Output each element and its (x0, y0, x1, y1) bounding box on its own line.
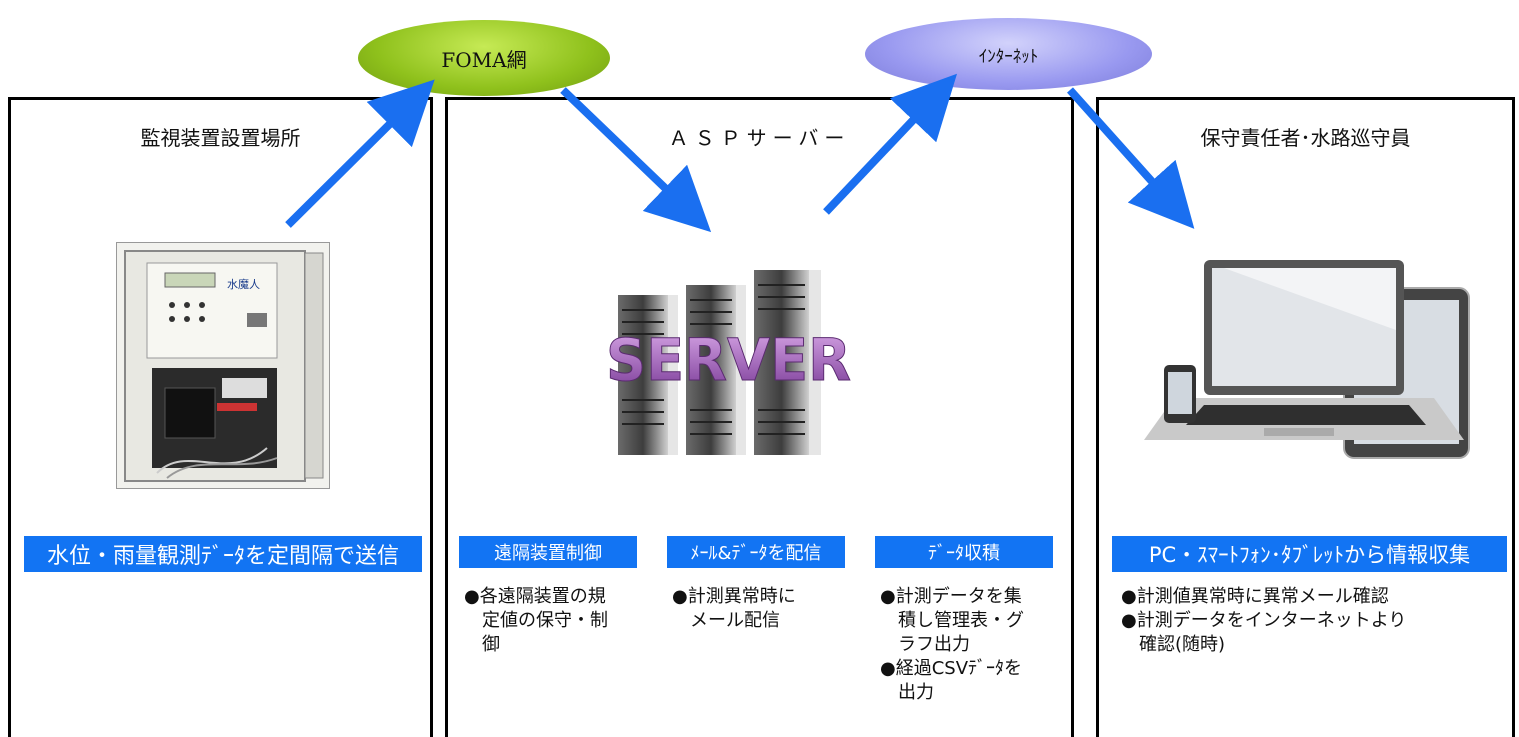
bullet-line: ラフ出力 (880, 634, 970, 655)
devices-image (1134, 240, 1479, 460)
bullet-line: ●計測値異常時に異常メール確認 (1121, 586, 1389, 607)
server-image: SERVER (598, 240, 858, 470)
svg-text:水魔人: 水魔人 (227, 277, 260, 291)
bullet-line: 確認(随時) (1121, 634, 1226, 655)
server-col1-header: 遠隔装置制御 (459, 536, 637, 568)
arrow-foma-to-server (560, 87, 712, 233)
bullet-line: ●各遠隔装置の規 (464, 586, 606, 607)
monitoring-device-image: 水魔人 (116, 242, 330, 489)
internet-label: ｲﾝﾀｰﾈｯﾄ (978, 46, 1039, 67)
bullet-line: ●計測データを集 (880, 586, 1022, 607)
foma-network-label: FOMA網 (441, 47, 527, 72)
bullet-line: 積し管理表・グ (880, 610, 1024, 631)
server-col2-text: ●計測異常時に メール配信 (672, 585, 796, 633)
staff-text: ●計測値異常時に異常メール確認 ●計測データをインターネットより 確認(随時) (1121, 585, 1406, 657)
bullet-line: ●経過CSVﾃﾞｰﾀを (880, 658, 1023, 679)
bullet-line: 出力 (880, 682, 934, 703)
server-panel-title: ＡＳＰサーバー (668, 126, 851, 150)
bullet-line: メール配信 (672, 610, 780, 631)
bullet-line: 定値の保守・制 (464, 610, 608, 631)
site-panel-title: 監視装置設置場所 (140, 126, 301, 150)
device-cabinet-illustration: 水魔人 (124, 250, 324, 482)
site-panel: 監視装置設置場所 水魔人 水位・雨量観測ﾃﾞｰﾀを定間隔で送信 (8, 97, 433, 737)
server-col3-header: ﾃﾞｰﾀ収積 (875, 536, 1053, 568)
server-col2-header: ﾒｰﾙ&ﾃﾞｰﾀを配信 (667, 536, 845, 568)
bullet-line: 御 (464, 634, 500, 655)
server-logo-text: SERVER (606, 326, 851, 394)
server-col3-text: ●計測データを集 積し管理表・グ ラフ出力 ●経過CSVﾃﾞｰﾀを 出力 (880, 585, 1024, 705)
internet-ellipse: ｲﾝﾀｰﾈｯﾄ (865, 18, 1152, 90)
arrow-internet-to-staff (1067, 87, 1195, 229)
staff-summary-bar: PC・ｽﾏｰﾄﾌｫﾝ･ﾀﾌﾞﾚｯﾄから情報収集 (1112, 536, 1507, 572)
server-col1-text: ●各遠隔装置の規 定値の保守・制 御 (464, 585, 608, 657)
bullet-line: ●計測データをインターネットより (1121, 610, 1407, 631)
site-summary-bar: 水位・雨量観測ﾃﾞｰﾀを定間隔で送信 (24, 536, 422, 572)
staff-panel: 保守責任者･水路巡守員 PC・ｽﾏｰﾄﾌｫﾝ･ﾀﾌﾞﾚｯﾄから情報収集 ●計測値… (1096, 97, 1515, 737)
bullet-line: ●計測異常時に (672, 586, 796, 607)
laptop-phone-tablet-illustration (1144, 260, 1470, 459)
server-racks-illustration: SERVER (606, 270, 852, 455)
arrow-server-to-internet (823, 73, 958, 215)
server-panel: ＡＳＰサーバー (445, 97, 1074, 737)
arrow-site-to-foma (285, 79, 435, 228)
staff-panel-title: 保守責任者･水路巡守員 (1200, 126, 1411, 150)
